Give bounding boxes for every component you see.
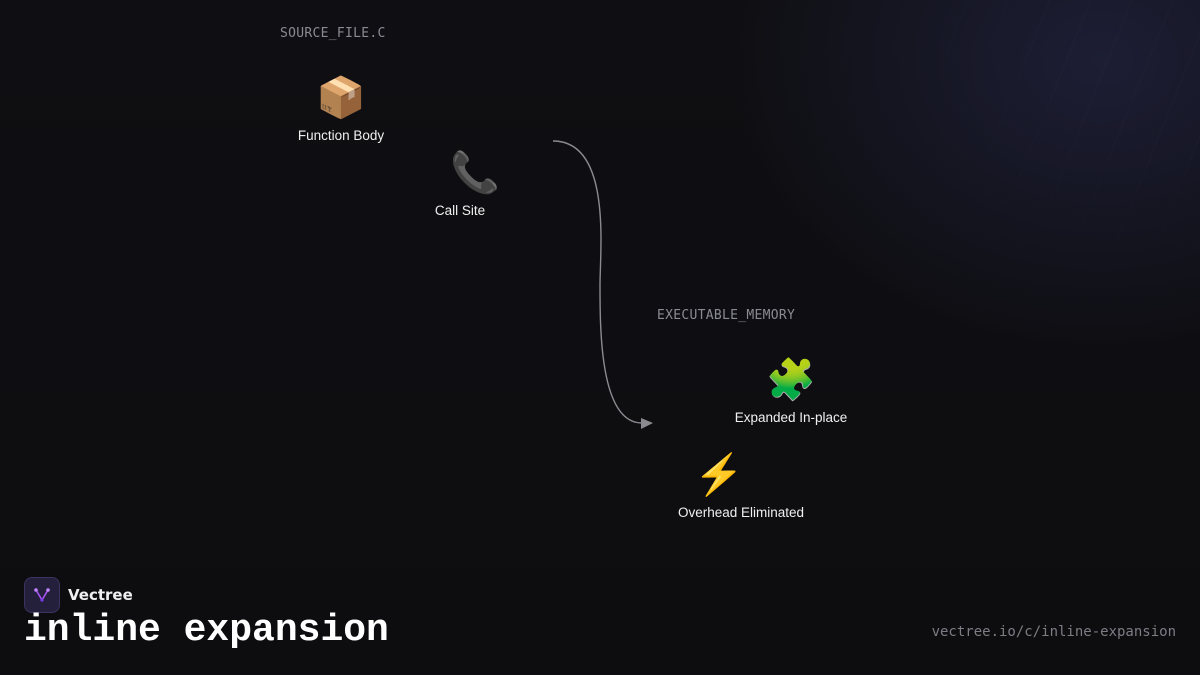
brand: Vectree	[24, 577, 133, 613]
vectree-logo	[24, 577, 60, 613]
group-label-executable: EXECUTABLE_MEMORY	[657, 308, 796, 323]
telephone-icon: 📞	[450, 151, 500, 195]
node-label: Call Site	[434, 203, 486, 218]
edge-arrowhead	[641, 418, 653, 429]
edge-callsite-to-expanded	[552, 140, 643, 424]
node-label: Function Body	[297, 128, 385, 143]
node-call-site[interactable]: 📞 Call Site	[420, 149, 500, 218]
node-expanded-in-place[interactable]: 🧩 Expanded In-place	[726, 356, 856, 425]
package-icon: 📦	[316, 76, 366, 120]
logo-icon	[34, 588, 50, 602]
source-url[interactable]: vectree.io/c/inline-expansion	[931, 624, 1176, 640]
page-title: inline expansion	[24, 609, 389, 652]
puzzle-piece-icon: 🧩	[766, 358, 816, 402]
lightning-icon: ⚡	[694, 453, 744, 497]
node-function-body[interactable]: 📦 Function Body	[291, 74, 391, 143]
background-rays	[680, 0, 1200, 560]
node-label: Expanded In-place	[734, 410, 848, 425]
node-overhead-eliminated[interactable]: ⚡ Overhead Eliminated	[666, 451, 816, 520]
brand-name: Vectree	[68, 586, 133, 604]
group-label-source: SOURCE_FILE.C	[280, 26, 386, 41]
node-label: Overhead Eliminated	[677, 505, 805, 520]
